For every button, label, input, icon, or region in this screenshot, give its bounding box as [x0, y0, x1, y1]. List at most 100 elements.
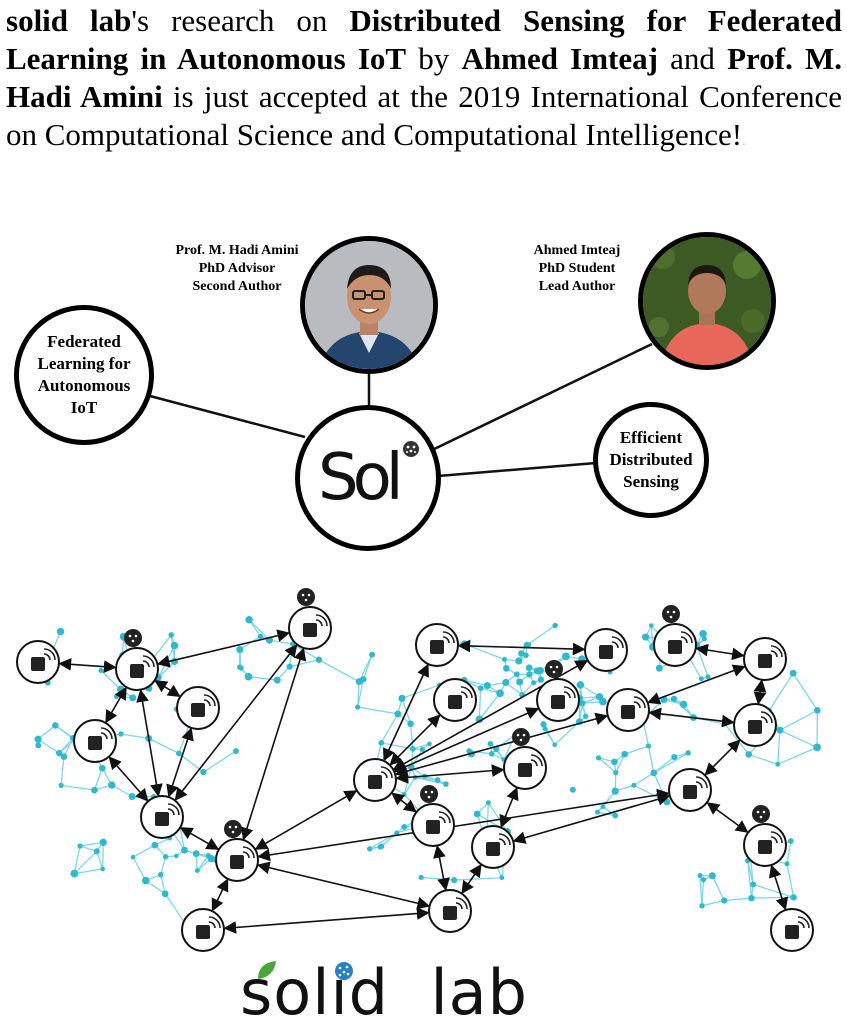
mesh-node	[93, 848, 100, 855]
mesh-node	[700, 877, 707, 883]
advisor-photo	[300, 236, 438, 374]
mesh-node	[531, 680, 537, 686]
mesh-edge	[647, 745, 655, 774]
mesh-node	[70, 869, 79, 878]
mesh-edge	[203, 750, 237, 773]
mesh-edge	[102, 842, 104, 869]
mesh-node	[745, 751, 753, 758]
mesh-edge	[779, 709, 818, 731]
advisor-authorship: Second Author	[192, 279, 282, 294]
device-link	[704, 739, 741, 776]
device-link	[240, 647, 307, 841]
mesh-node	[496, 689, 504, 698]
device-link	[647, 664, 746, 705]
device-link	[391, 792, 417, 813]
mesh-node	[355, 704, 361, 710]
mesh-node	[685, 750, 691, 756]
mesh-edge	[615, 753, 626, 773]
mesh-edge	[786, 840, 792, 864]
brain-icon	[662, 605, 680, 623]
mesh-edge	[74, 868, 103, 875]
mesh-node	[594, 809, 601, 815]
device-link	[768, 864, 789, 911]
mesh-node	[483, 682, 491, 690]
mesh-node	[649, 623, 654, 628]
mesh-node	[98, 668, 104, 673]
mesh-edge	[96, 851, 104, 870]
mesh-edge	[724, 723, 750, 755]
mesh-node	[670, 695, 678, 702]
mesh-node	[750, 881, 757, 888]
mesh-node	[91, 786, 98, 794]
footer-logo: solid lab	[240, 955, 540, 1030]
device-link	[706, 802, 749, 833]
mesh-node	[419, 746, 425, 753]
mesh-node	[537, 676, 545, 683]
mesh-edge	[73, 845, 81, 874]
headline-lab: solid lab	[6, 3, 132, 38]
mesh-node	[595, 693, 604, 701]
smartphone-icon	[743, 637, 787, 681]
mesh-node	[355, 678, 363, 686]
student-authorship: Lead Author	[538, 279, 616, 294]
mesh-node	[162, 854, 169, 860]
mesh-node	[569, 786, 576, 793]
device-link	[254, 790, 358, 850]
mesh-node	[515, 657, 523, 665]
mesh-node	[611, 787, 619, 795]
mesh-edge	[120, 733, 149, 740]
mesh-edge	[633, 772, 655, 786]
student-caption: Ahmed Imteaj PhD Student Lead Author	[482, 242, 672, 296]
mesh-node	[238, 665, 244, 671]
brain-icon	[512, 728, 530, 746]
mesh-edge	[145, 880, 166, 895]
device-link	[499, 786, 519, 829]
mesh-node	[582, 713, 589, 720]
mesh-edge	[60, 756, 65, 786]
mesh-node	[35, 742, 42, 749]
device-link	[457, 639, 586, 656]
mesh-node	[540, 721, 547, 728]
mesh-node	[501, 656, 507, 662]
mesh-node	[699, 903, 705, 909]
mesh-node	[784, 861, 790, 867]
device-link	[154, 679, 181, 698]
mesh-node	[451, 876, 458, 884]
brain-icon	[752, 805, 770, 823]
mesh-node	[552, 622, 558, 629]
mesh-edge	[711, 875, 725, 901]
mesh-node	[516, 678, 524, 686]
drop-sensor-icon	[503, 746, 547, 790]
mesh-node	[579, 700, 586, 707]
mesh-edge	[196, 855, 209, 871]
fridge-icon	[411, 803, 455, 847]
mesh-node	[52, 722, 59, 729]
efficient-sensing-label: Efficient Distributed Sensing	[609, 428, 693, 491]
faucet-icon	[16, 640, 60, 684]
mesh-node	[790, 894, 797, 901]
mesh-node	[776, 726, 784, 734]
mesh-node	[525, 664, 533, 672]
mesh-edge	[768, 672, 794, 712]
mesh-edge	[63, 737, 74, 757]
mesh-node	[286, 663, 293, 670]
mesh-node	[410, 745, 416, 752]
mesh-node	[708, 872, 716, 880]
mesh-node	[170, 641, 179, 650]
mesh-node	[434, 777, 441, 783]
mesh-node	[600, 804, 606, 810]
mesh-node	[113, 693, 119, 700]
mesh-node	[427, 741, 432, 747]
mesh-edge	[792, 672, 818, 711]
device-link	[512, 793, 671, 844]
mesh-node	[679, 700, 688, 709]
dot-globe-icon	[335, 962, 353, 980]
mesh-node	[192, 850, 200, 858]
mesh-node	[378, 843, 385, 850]
mesh-edge	[751, 896, 794, 899]
mesh-node	[233, 748, 239, 755]
mesh-edge	[380, 713, 399, 744]
car-icon	[471, 825, 515, 869]
mesh-edge	[132, 856, 147, 881]
mesh-edge	[526, 624, 556, 646]
